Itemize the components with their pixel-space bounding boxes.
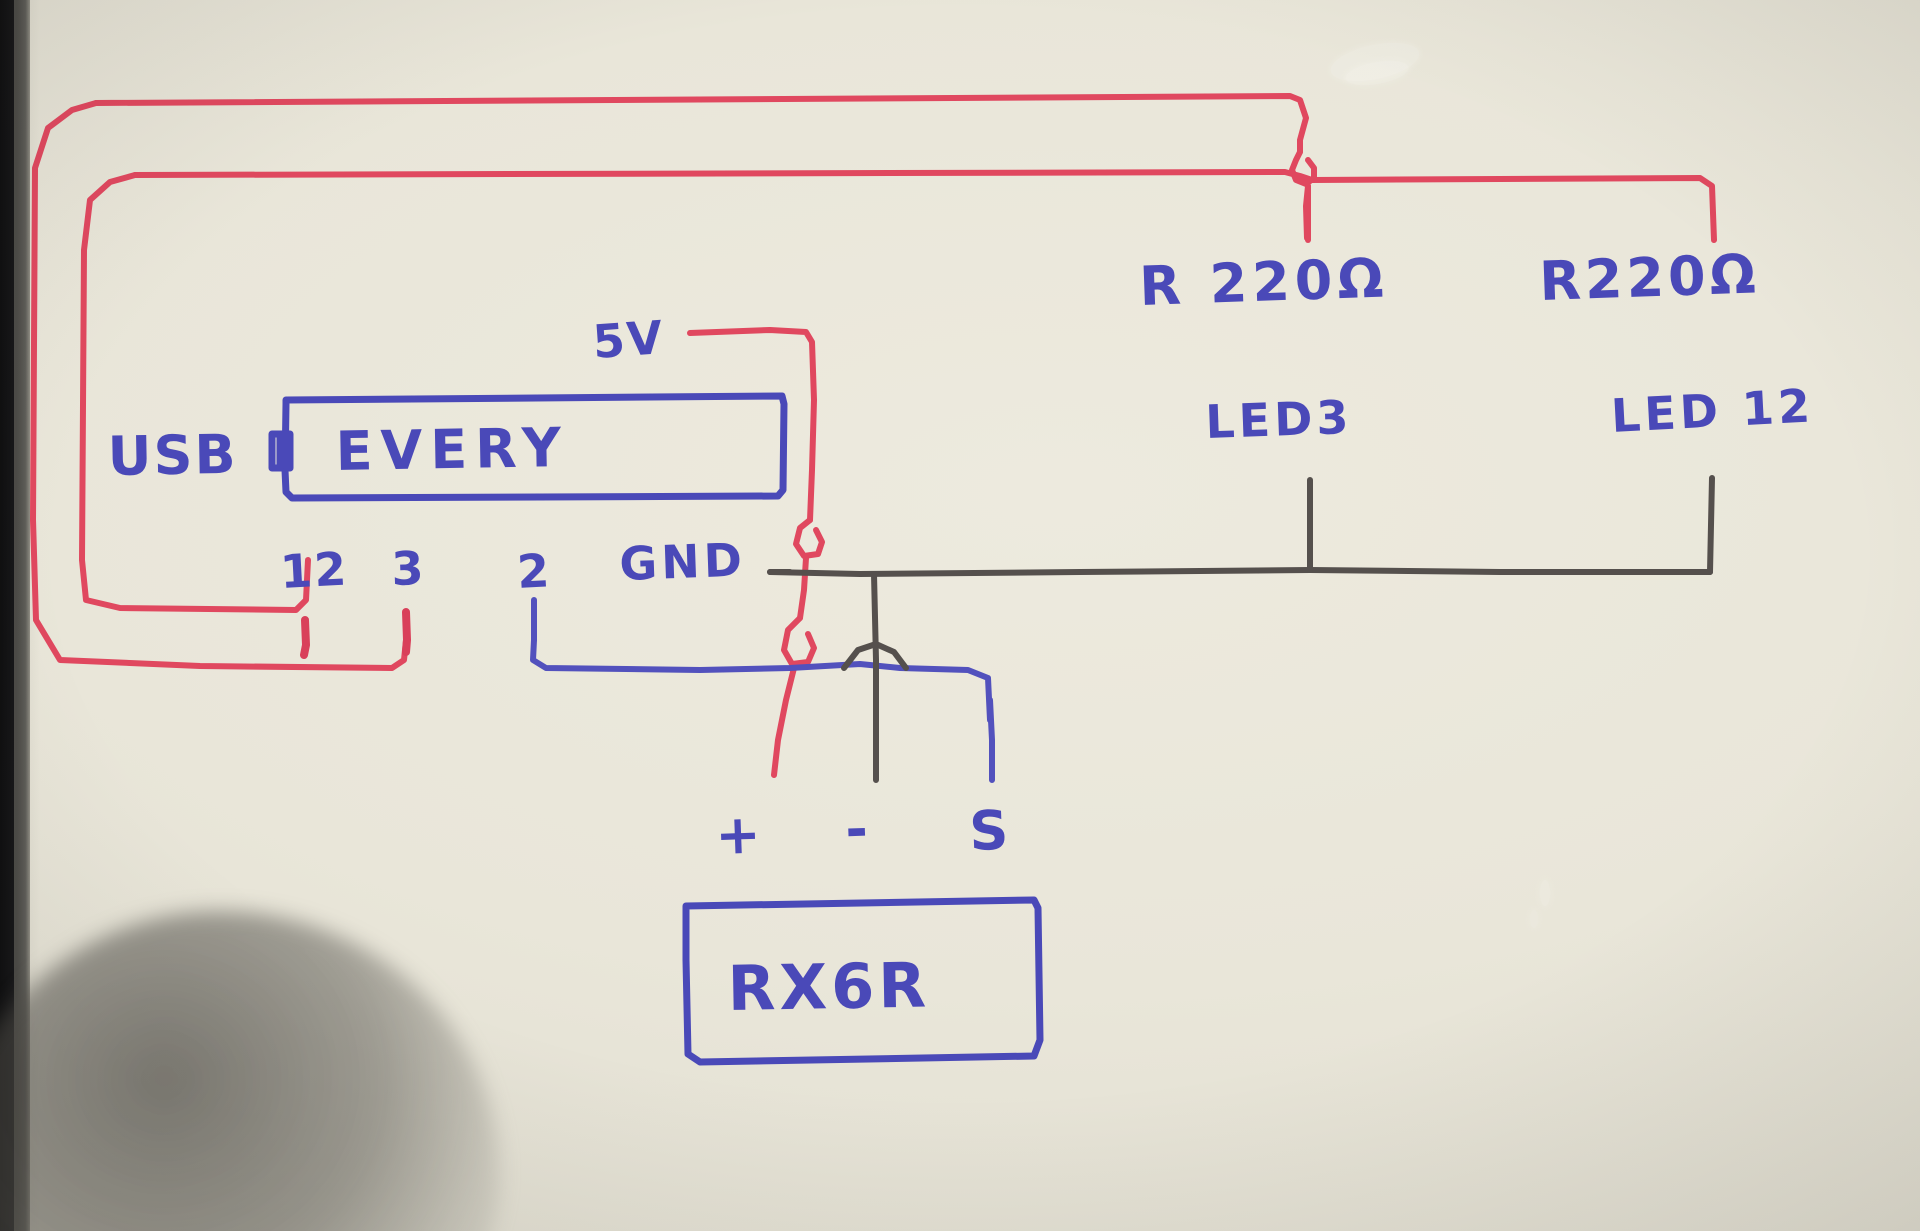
wire-gnd-to-rx-minus [871,571,879,783]
label-board-every: EVERY [335,416,569,483]
label-led-left: LED3 [1204,390,1353,449]
usb-connector-bracket [268,430,294,472]
label-pin-12: 12 [279,541,350,598]
label-usb: USB [107,423,238,488]
wire-red-inner-loop [132,169,1717,243]
wire-red-below-gnd [797,555,809,621]
wire-gnd-bus [767,567,1713,577]
label-rx-plus: + [714,802,763,867]
label-rx-signal: S [968,799,1011,863]
label-pin-2: 2 [516,543,553,599]
label-receiver-rx6r: RX6R [727,948,931,1025]
label-pin-3: 3 [390,541,426,596]
wire-blue-to-s-terminal [987,697,995,783]
wire-hop-red-gnd [793,517,825,559]
wire-red-5v-feed [687,327,817,523]
wire-red-pin3-tick [402,608,411,656]
wire-blue-pin2-signal [530,637,993,723]
label-resistor-left: R 220Ω [1138,246,1389,318]
paper-scuff [1530,910,1538,928]
label-gnd: GND [618,533,746,591]
label-led-right: LED 12 [1610,378,1816,443]
wire-red-to-rx-plus [771,665,797,778]
wire-hop-red-top [1289,149,1317,187]
wire-red-resistor-left-stub [1303,183,1311,241]
wire-gnd-riser-led12 [1707,475,1715,575]
wire-red-outer-left-leg [30,100,409,671]
label-resistor-right: R220Ω [1538,242,1760,313]
wire-gnd-junction-arc [841,641,909,671]
label-rx-minus: - [844,797,871,861]
wire-red-pin12-tick [300,616,310,659]
paper-scuff [1540,880,1550,906]
label-5v: 5V [591,310,666,369]
wire-hop-red-blue-cross [781,615,817,667]
wire-red-inner-left-leg [79,172,311,613]
wire-red-outer-loop [93,93,1309,155]
receiver-box-rx6r [682,896,1044,1066]
